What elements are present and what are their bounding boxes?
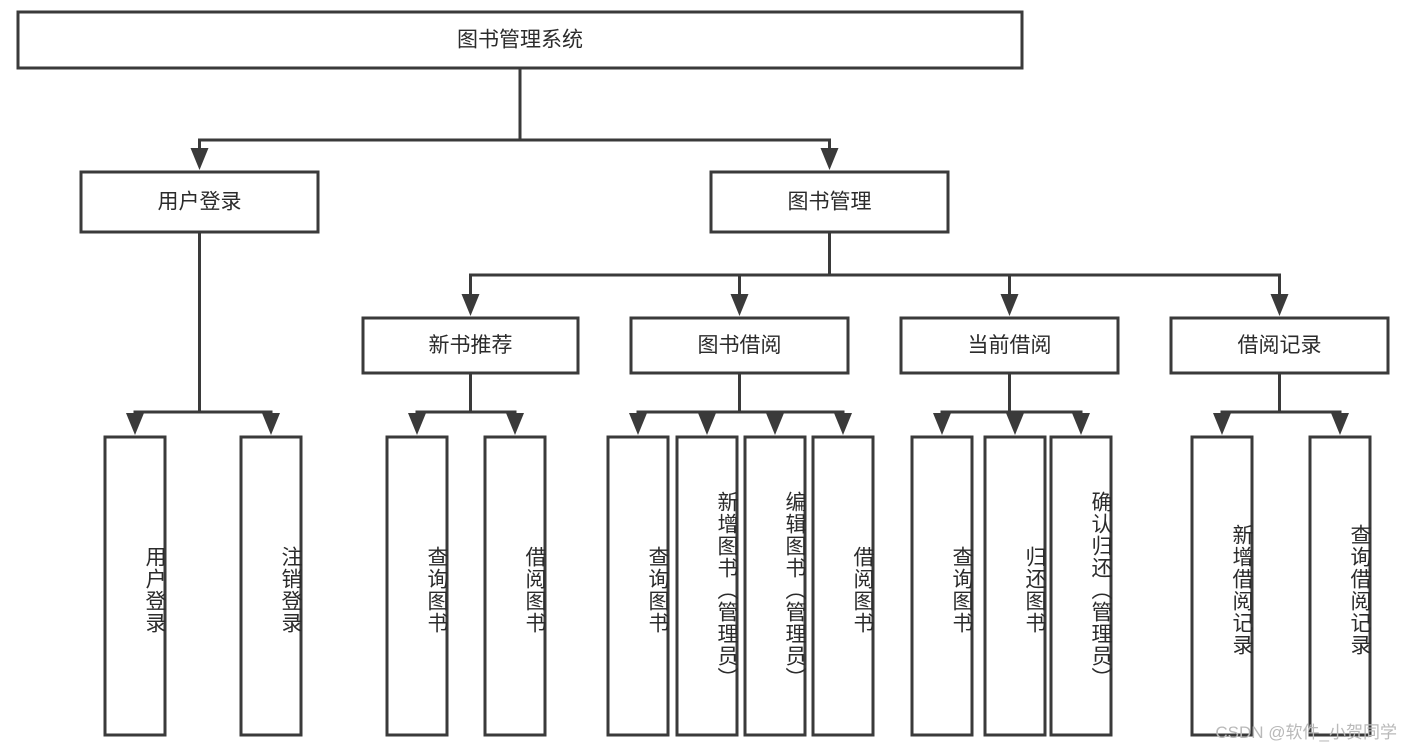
conn-book-manage-arrow-0 xyxy=(461,294,480,316)
conn-current-borrow-arrow-1 xyxy=(1006,413,1024,435)
conn-book-borrow-arrow-0 xyxy=(629,413,647,435)
node-leaf-return-book[interactable] xyxy=(983,435,1047,737)
node-leaf-confirm-return[interactable] xyxy=(1049,435,1113,737)
conn-book-manage-arrow-1 xyxy=(730,294,749,316)
node-leaf-borrow-book-1[interactable] xyxy=(483,435,547,737)
node-leaf-query-book-3[interactable] xyxy=(910,435,974,737)
node-leaf-user-logout[interactable] xyxy=(239,435,303,737)
node-user-login-label: 用户登录 xyxy=(158,191,242,214)
conn-new-book-recommend-arrow-0 xyxy=(408,413,426,435)
conn-book-borrow-arrow-3 xyxy=(834,413,852,435)
node-book-borrow-label: 图书借阅 xyxy=(698,334,782,357)
node-leaf-user-login[interactable] xyxy=(103,435,167,737)
node-leaf-query-record[interactable] xyxy=(1308,435,1372,737)
node-leaf-add-record[interactable] xyxy=(1190,435,1254,737)
node-borrow-record-label: 借阅记录 xyxy=(1238,334,1322,357)
node-leaf-query-book-2[interactable] xyxy=(606,435,670,737)
node-book-manage[interactable] xyxy=(709,170,950,234)
node-root-root[interactable] xyxy=(16,10,1024,70)
node-current-borrow[interactable] xyxy=(899,316,1120,375)
conn-user-login-arrow-1 xyxy=(262,413,280,435)
node-book-manage-label: 图书管理 xyxy=(788,191,872,214)
conn-book-borrow-arrow-1 xyxy=(698,413,716,435)
conn-borrow-record-arrow-0 xyxy=(1213,413,1231,435)
node-leaf-borrow-book-2[interactable] xyxy=(811,435,875,737)
node-leaf-query-book-1[interactable] xyxy=(385,435,449,737)
conn-book-manage-arrow-3 xyxy=(1270,294,1289,316)
node-borrow-record[interactable] xyxy=(1169,316,1390,375)
node-leaf-add-book[interactable] xyxy=(675,435,739,737)
conn-root-arrow-0 xyxy=(190,148,209,170)
node-current-borrow-label: 当前借阅 xyxy=(968,334,1052,357)
node-new-book-recommend[interactable] xyxy=(361,316,580,375)
conn-borrow-record-arrow-1 xyxy=(1331,413,1349,435)
conn-user-login-arrow-0 xyxy=(126,413,144,435)
conn-root-arrow-1 xyxy=(820,148,839,170)
conn-current-borrow-arrow-2 xyxy=(1072,413,1090,435)
conn-new-book-recommend-arrow-1 xyxy=(506,413,524,435)
connectors-layer xyxy=(126,66,1349,435)
node-new-book-recommend-label: 新书推荐 xyxy=(429,334,513,357)
node-root-root-label: 图书管理系统 xyxy=(457,29,583,52)
node-user-login[interactable] xyxy=(79,170,320,234)
conn-current-borrow-arrow-0 xyxy=(933,413,951,435)
conn-book-borrow-arrow-2 xyxy=(766,413,784,435)
node-leaf-edit-book[interactable] xyxy=(743,435,807,737)
conn-book-manage-arrow-2 xyxy=(1000,294,1019,316)
node-book-borrow[interactable] xyxy=(629,316,850,375)
node-boxes-layer xyxy=(16,10,1390,737)
